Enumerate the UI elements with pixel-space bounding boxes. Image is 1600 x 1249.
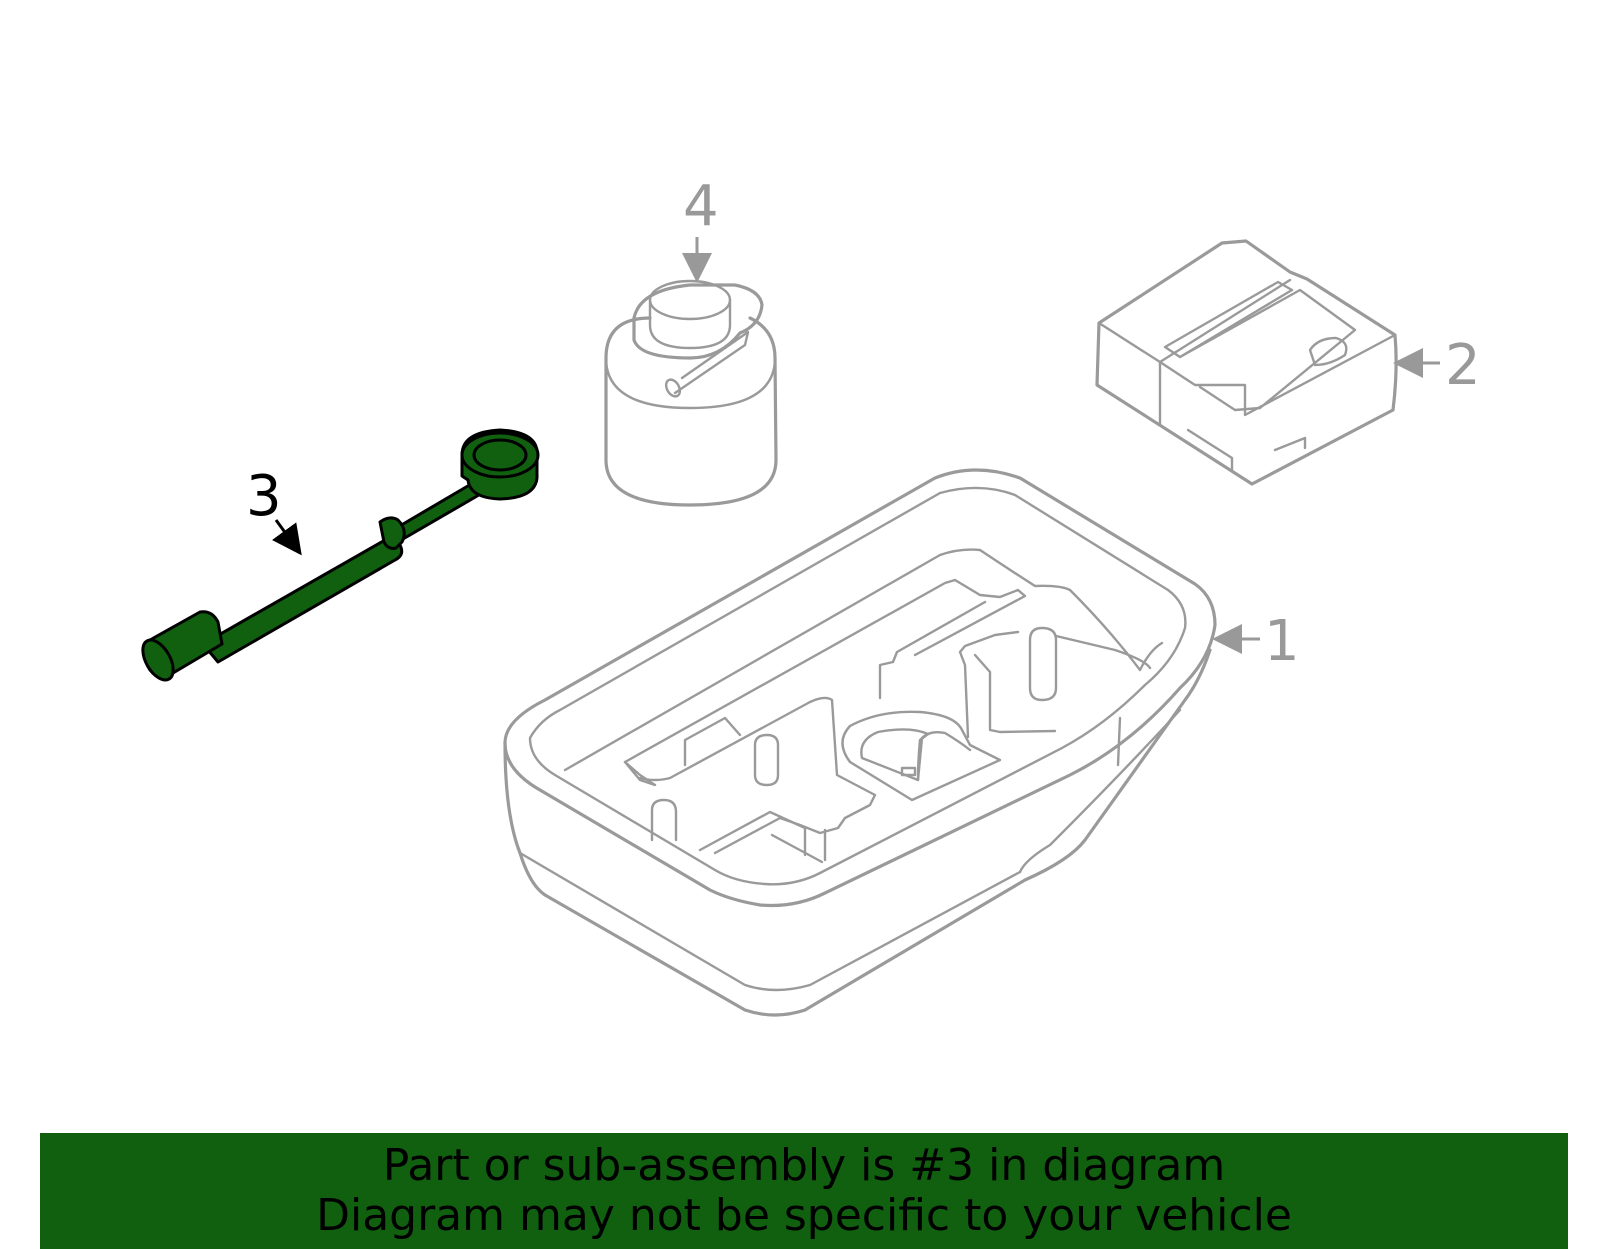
banner-line-2: Diagram may not be specific to your vehi… — [316, 1190, 1292, 1241]
info-banner: Part or sub-assembly is #3 in diagram Di… — [40, 1133, 1568, 1249]
callout-2: 2 — [1445, 333, 1481, 398]
part-3-tool-highlighted: 3 — [141, 428, 540, 682]
callout-1: 1 — [1264, 609, 1300, 674]
part-2-kit-box: 2 — [1095, 239, 1481, 486]
callout-3: 3 — [246, 464, 282, 529]
callout-4: 4 — [683, 174, 719, 239]
part-1-tray: 1 — [503, 468, 1300, 1017]
part-4-canister: 4 — [604, 174, 778, 507]
banner-line-1: Part or sub-assembly is #3 in diagram — [382, 1140, 1226, 1191]
